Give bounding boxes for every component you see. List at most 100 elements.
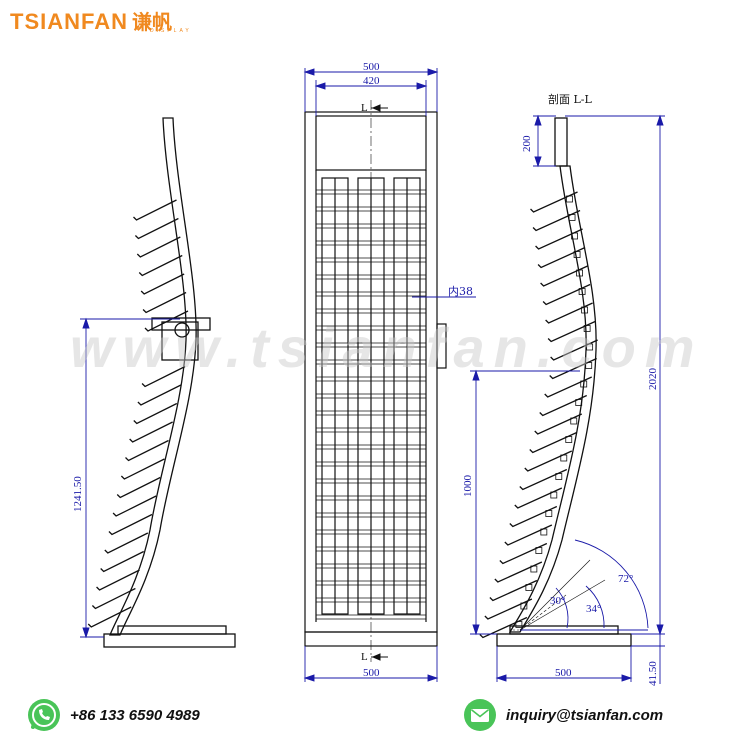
left-hook [133,199,177,221]
left-hook [141,365,186,388]
right-rung [581,306,589,314]
right-rungs [515,195,594,628]
left-hook [120,458,165,480]
right-hook [519,468,568,491]
left-height-label: 1241.50 [72,476,84,512]
left-hook [142,291,187,314]
right-hook [535,228,583,250]
angle-72-label: 72° [618,573,633,585]
right-hook [545,302,593,324]
angle-34-label: 34° [586,603,601,615]
right-hook [514,487,563,509]
right-hook [504,524,553,546]
email-contact[interactable]: inquiry@tsianfan.com [462,697,663,733]
right-hook [494,561,543,583]
right-rung [585,362,593,369]
left-hook [137,384,182,406]
right-hook [544,376,592,398]
right-hook [534,413,583,435]
front-top-panel [315,115,427,171]
right-rung [573,251,581,258]
left-hook [116,476,161,499]
right-hook [479,616,528,639]
phone-number: +86 133 6590 4989 [70,706,200,724]
right-rung [571,232,578,240]
right-hook [537,246,586,269]
left-hook [87,606,132,628]
brand-chinese-name: 谦帆 [132,10,172,34]
front-outer-width-label: 500 [363,61,380,73]
right-hook [509,505,558,528]
right-rung [530,565,538,573]
front-inner-width-label: 420 [363,75,380,87]
left-hook [108,513,153,536]
right-hook [530,191,578,213]
left-hook [136,236,181,258]
email-icon [464,699,496,731]
right-rung [535,547,543,554]
right-hook [484,598,533,620]
left-frame-curve [109,117,197,636]
right-hook [547,320,596,343]
right-hook [489,579,538,602]
left-hook [96,569,140,591]
email-address: inquiry@tsianfan.com [506,706,664,724]
left-dimension [80,317,180,639]
right-rung [583,325,591,332]
front-section-marks [371,104,388,661]
whatsapp-icon [28,699,60,731]
phone-contact[interactable]: +86 133 6590 4989 [26,697,200,733]
front-section-bottom-label: L [361,651,368,663]
front-view [304,100,447,662]
right-base-height-label: 41.50 [647,661,659,686]
brand-logo: TSIANFAN 谦帆 [10,6,172,35]
right-rung [586,343,594,351]
brand-name: TSIANFAN [10,9,128,34]
right-dimensions [470,114,665,684]
left-hook [138,254,183,277]
left-base-plate [103,633,236,648]
right-rung [560,454,568,462]
right-rung [525,584,533,591]
right-hook [550,339,598,361]
left-base-riser [117,625,227,635]
right-section-view [479,117,632,647]
left-hook [91,587,136,610]
left-hook [125,439,169,462]
left-hook [104,532,149,554]
right-lower-height-label: 1000 [462,475,474,498]
right-hooks [479,191,598,639]
right-total-height-label: 2020 [647,368,659,391]
left-bracket-inner [161,321,199,361]
right-rung [520,602,528,610]
right-rung [545,510,553,517]
front-dimensions [303,68,476,682]
right-rung [575,399,583,406]
right-hook [499,542,548,565]
left-hook [134,217,179,240]
right-rung [515,621,523,628]
right-hook [542,283,591,306]
left-hook [100,550,144,573]
right-top-block-label: 200 [521,135,533,152]
right-hook [524,450,573,472]
right-frame-curve [508,165,597,633]
front-side-plate [436,323,447,369]
right-rung [565,436,573,443]
right-rung [568,214,576,221]
left-bracket-wheel [174,322,190,338]
right-hook [529,431,578,454]
right-rung [550,491,558,499]
right-base-plate [496,633,632,647]
right-rung [570,417,578,425]
right-hook [549,357,597,380]
left-hook [133,402,178,425]
left-hook [140,273,185,295]
right-rung [580,380,588,388]
left-bracket [151,317,211,331]
left-hook [112,495,157,517]
right-rung [566,195,573,203]
right-rung [540,528,548,536]
